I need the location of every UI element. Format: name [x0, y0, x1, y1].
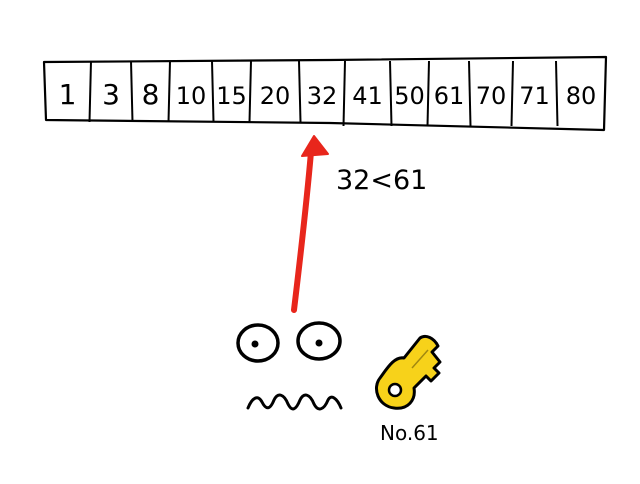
array-cell-value: 10 [176, 82, 207, 110]
array-cell-divider [130, 60, 134, 123]
array-frame [42, 55, 608, 132]
left-eye-icon [236, 323, 280, 363]
array-cell-value: 61 [434, 82, 465, 110]
array-cell-value: 70 [476, 82, 507, 110]
array-cell-divider [555, 60, 559, 127]
array-cell-divider [468, 60, 472, 127]
array-cell-value: 20 [260, 82, 291, 110]
array-cell-value: 80 [566, 82, 597, 110]
array-cell-value: 41 [352, 82, 383, 110]
array-cell-value: 71 [519, 82, 550, 110]
array-cell-divider [248, 60, 252, 123]
array-cell-divider [88, 60, 92, 123]
array-cell-divider [389, 60, 393, 127]
array-cell-divider [510, 60, 514, 127]
array-cell-divider [167, 60, 171, 123]
right-eye-icon [296, 321, 342, 361]
array-cell-value: 3 [102, 78, 120, 111]
comparison-label: 32<61 [336, 165, 427, 196]
array-cell-divider [426, 60, 430, 127]
array-cell-divider [298, 60, 302, 123]
array-cell-value: 15 [216, 82, 247, 110]
array-cell-value: 32 [307, 82, 338, 110]
wavy-mouth-icon [246, 393, 343, 411]
array-cell-divider [342, 60, 346, 127]
array-cell-value: 50 [394, 82, 425, 110]
array-cell-value: 1 [59, 78, 77, 111]
array-cell-value: 8 [142, 78, 160, 111]
arrow-up-icon [291, 135, 329, 313]
key-icon [375, 334, 442, 410]
key-label: No.61 [380, 421, 439, 445]
array-cell-dividers [88, 60, 559, 127]
array-cell-divider [211, 60, 215, 123]
worried-face-icon [236, 321, 343, 411]
